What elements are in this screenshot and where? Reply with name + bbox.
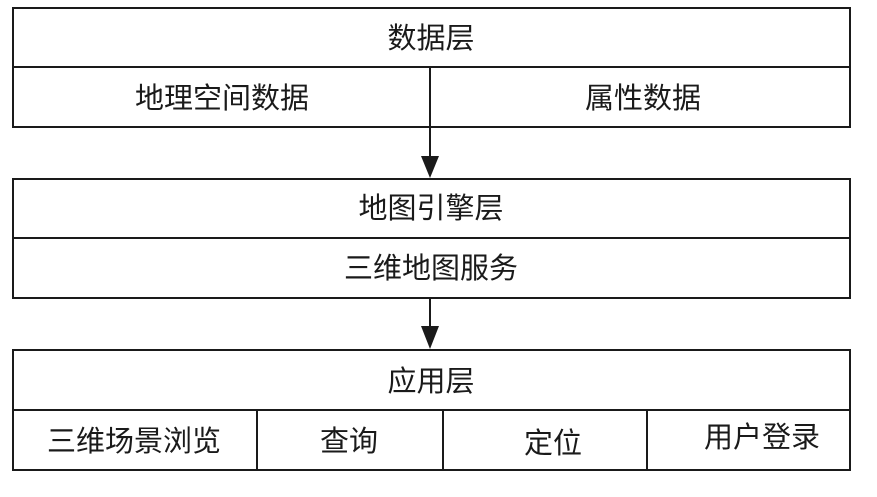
query-label: 查询 [320, 424, 378, 458]
3d-scene-browse-label: 三维场景浏览 [47, 424, 221, 458]
map-engine-layer-title: 地图引擎层 [358, 191, 503, 225]
map-engine-layer: 地图引擎层 三维地图服务 [12, 178, 851, 299]
data-layer-title: 数据层 [387, 21, 474, 55]
arrow-down-icon [421, 156, 439, 178]
spatial-data-label: 地理空间数据 [135, 81, 309, 115]
user-login-label: 用户登录 [704, 420, 820, 454]
arrow-down-icon [421, 326, 439, 349]
3d-map-service-label: 三维地图服务 [344, 251, 518, 285]
application-layer-title: 应用层 [387, 364, 474, 398]
application-layer: 应用层 三维场景浏览 查询 定位 用户登录 [12, 349, 851, 471]
attribute-data-label: 属性数据 [585, 81, 701, 115]
arrow-data-to-engine [421, 127, 439, 178]
arrow-engine-to-app [421, 298, 439, 349]
locate-label: 定位 [524, 426, 582, 460]
data-layer: 数据层 地理空间数据 属性数据 [12, 7, 851, 128]
